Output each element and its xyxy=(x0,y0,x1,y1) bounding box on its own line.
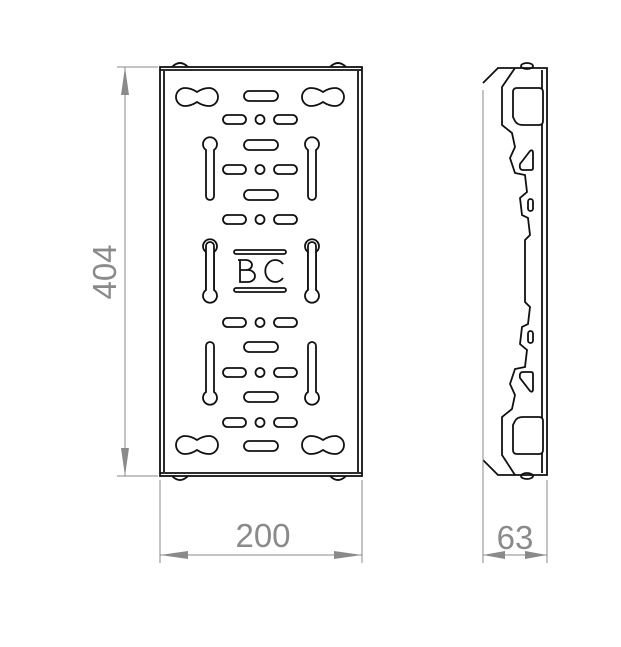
bc-logo xyxy=(233,249,287,293)
plate-tabs xyxy=(171,62,347,481)
side-view-bracket xyxy=(482,62,548,480)
depth-label: 63 xyxy=(497,519,534,556)
dogbone-slot xyxy=(301,87,345,107)
dimension-width xyxy=(159,480,363,563)
dogbone-slot xyxy=(175,87,219,107)
front-view-plate xyxy=(159,62,363,481)
width-label: 200 xyxy=(235,517,290,554)
dimension-height xyxy=(117,66,158,477)
height-label: 404 xyxy=(86,244,123,299)
keyhole-slot xyxy=(304,136,320,201)
dimension-depth xyxy=(482,90,548,563)
keyhole-slot xyxy=(202,136,218,201)
plate-outline xyxy=(159,66,363,477)
